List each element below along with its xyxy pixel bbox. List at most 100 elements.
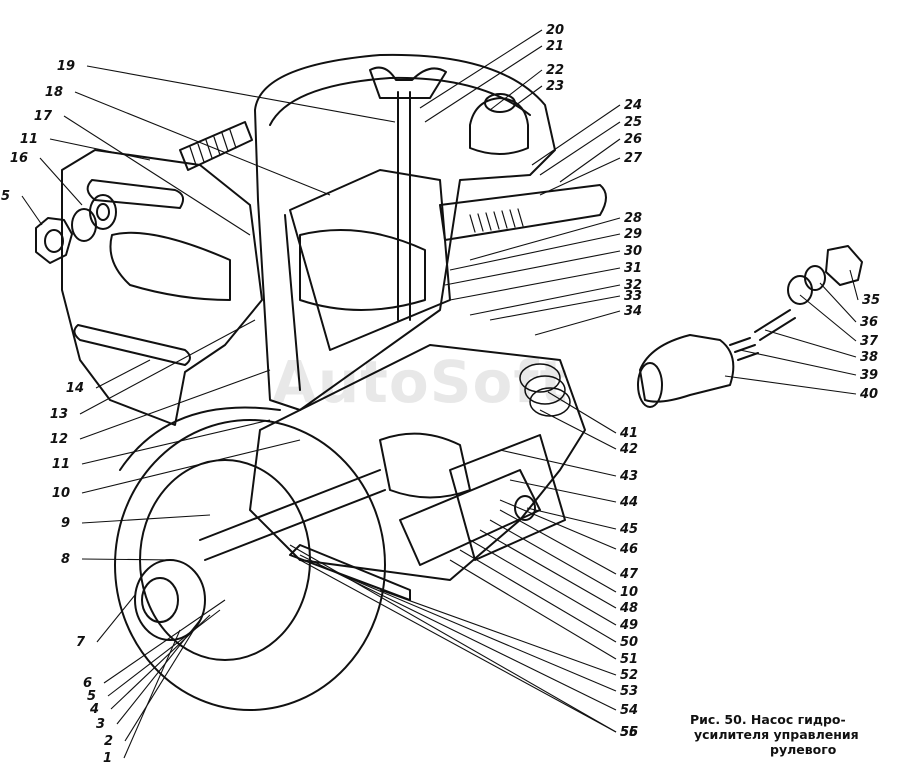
leader-line-14 [95,359,151,389]
caption-line-2: усилителя управления [694,727,859,742]
callout-38: 38 [860,350,878,365]
bracket-slot-lower [73,324,191,366]
filler-cap [469,97,529,155]
callout-29: 29 [624,227,642,242]
callout-9: 9 [61,516,70,531]
plug-36 [825,245,863,286]
leader-lines [21,29,859,759]
washer-38 [787,275,813,305]
callout-10: 10 [620,585,638,600]
nut-15-bore [44,229,64,253]
callout-4: 4 [89,702,99,717]
callout-22: 22 [546,63,564,78]
callout-56: 56 [620,725,638,740]
leader-line-36 [819,282,857,323]
callout-43: 43 [619,469,638,484]
leader-line-16 [39,157,83,206]
valve-spring [469,208,524,233]
leader-line-9 [81,514,211,524]
leader-line-7 [96,594,136,643]
callout-34: 34 [624,304,642,319]
leader-line-27 [539,157,621,196]
leader-line-29 [449,233,621,271]
leader-line-8 [81,558,176,561]
callout-24: 24 [624,98,642,113]
callout-7: 7 [76,635,86,650]
leader-line-10 [489,519,617,593]
leader-line-51 [449,559,617,660]
cover-bolt-46 [514,495,536,521]
leader-line-49 [469,539,617,626]
callout-50: 50 [620,635,638,650]
wing-nut [369,66,447,99]
rotor [379,432,471,499]
union-body-41-end [637,362,663,408]
distributor-disc [399,469,541,566]
callout-8: 8 [61,552,70,567]
washer-16 [89,194,117,230]
leader-line-5 [107,609,221,697]
reservoir-wall-inner [284,214,301,391]
leader-line-50 [459,549,617,643]
callout-19: 19 [57,59,75,74]
leader-line-12 [79,369,271,440]
callout-2: 2 [104,734,113,749]
callout-49: 49 [619,618,638,633]
leader-line-48 [479,529,617,609]
leader-line-45 [526,507,617,530]
washer-37 [804,265,826,291]
callout-55: 55 [620,725,638,740]
reservoir-cover-rim [269,76,531,126]
leader-line-47 [499,509,617,575]
leader-line-53 [329,569,617,692]
leader-line-52 [379,589,617,676]
bracket-slot-upper [86,179,185,209]
leader-line-32 [469,284,621,316]
callout-15: 15 [0,189,10,204]
leader-line-56 [299,559,617,733]
caption-line-1: Рис. 50. Насос гидро- [690,712,846,727]
callout-17: 17 [34,109,53,124]
leader-line-43 [499,449,617,477]
callout-30: 30 [624,244,642,259]
leader-line-22 [489,69,543,111]
nut-15 [35,217,73,264]
washer-16-bore [96,203,110,221]
callout-39: 39 [860,368,878,383]
leader-line-34 [534,310,621,336]
callout-11: 11 [20,132,38,147]
stud [179,121,253,171]
leader-line-30 [444,250,621,286]
leader-line-39 [739,349,857,376]
leader-line-20 [419,29,543,109]
callout-12: 12 [50,432,68,447]
callout-labels: 1234567891011121314151611171819202122232… [0,23,880,766]
leader-line-23 [511,85,543,109]
leader-line-42 [539,409,617,450]
leader-line-17 [63,115,251,236]
callout-42: 42 [619,442,638,457]
leader-line-10 [81,439,301,494]
leader-line-24 [531,104,621,166]
reservoir-body [254,53,556,411]
watermark: AutoSoft [272,348,569,416]
leader-line-40 [724,375,857,395]
washer-11 [71,208,97,242]
filler-cap-top [484,93,516,113]
callout-5: 5 [87,689,96,704]
leader-line-55 [289,544,617,733]
pulley-nut [141,577,179,623]
leader-line-11 [81,419,271,465]
callout-20: 20 [546,23,564,38]
leader-line-46 [499,499,617,550]
callout-25: 25 [624,115,642,130]
filter-element [299,229,426,311]
leader-line-1 [123,629,181,759]
callout-1: 1 [103,751,112,766]
pump-housing [249,344,586,581]
pump-drawing [35,53,863,711]
callout-10: 10 [52,486,70,501]
callout-45: 45 [619,522,638,537]
leader-line-35 [849,269,859,301]
callout-40: 40 [859,387,878,402]
